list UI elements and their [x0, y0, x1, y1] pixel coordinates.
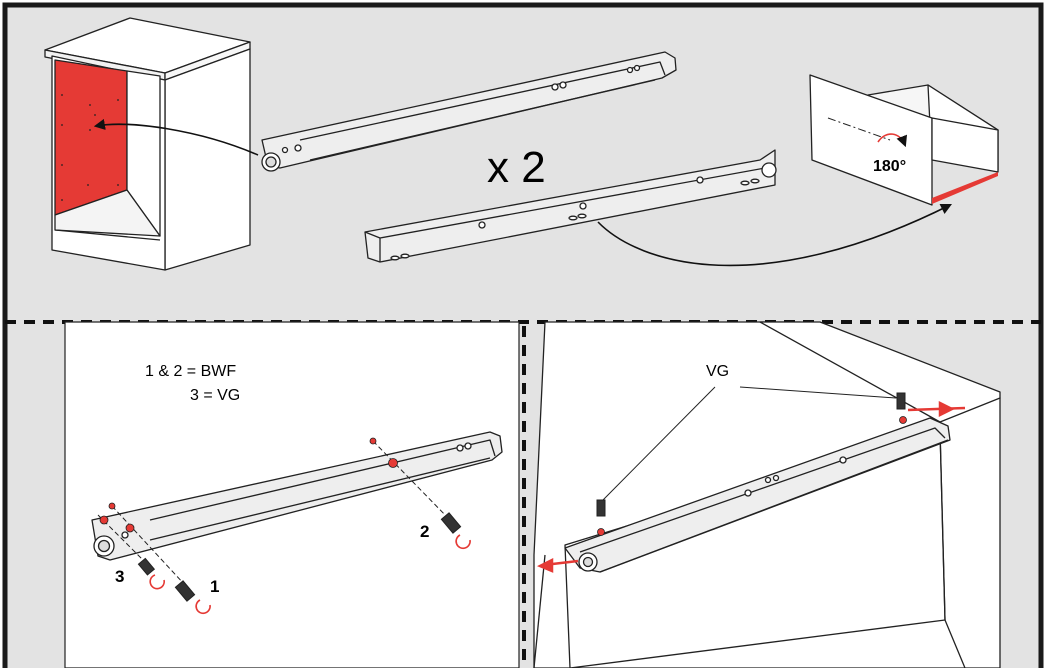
cabinet-side-panel-highlight: [54, 59, 128, 216]
cabinet-mount-arrow: [93, 118, 259, 156]
screw-legend-line-1: 1 & 2 = BWF: [145, 363, 236, 380]
step-2-label: 2: [420, 522, 429, 541]
alignment-arrows: [536, 400, 966, 573]
side-rail-bottom-left: [91, 431, 503, 561]
screw-holes-bottom-left: [99, 437, 398, 533]
side-rail-bottom-right: [564, 417, 951, 573]
multiplier-label: x 2: [487, 143, 546, 192]
drawer-illustration: [809, 74, 999, 206]
step-1-label: 1: [210, 577, 219, 596]
drawer-rotation-axis: [827, 117, 891, 141]
vg-mount-holes: [597, 416, 907, 536]
cabinet-hole-markers: [61, 94, 119, 201]
step-3-label: 3: [115, 567, 124, 586]
screw-legend-line-2: 3 = VG: [190, 387, 240, 404]
cabinet-illustration: [44, 17, 251, 271]
screw-icons-bottom-left: [137, 512, 462, 602]
vg-callout-lines: [602, 386, 897, 501]
rotate-arrows-bottom-left: [149, 534, 471, 615]
cabinet-runner-rail: [261, 51, 677, 172]
drawer-side-highlight: [932, 172, 998, 204]
vg-screw-icons: [596, 392, 906, 517]
drawer-runner-rail: [364, 149, 777, 263]
rotate-180-icon: [877, 133, 908, 148]
drawer-mount-arrow: [597, 203, 953, 267]
rotation-label: 180°: [873, 158, 906, 175]
vg-screw-label: VG: [706, 363, 729, 380]
